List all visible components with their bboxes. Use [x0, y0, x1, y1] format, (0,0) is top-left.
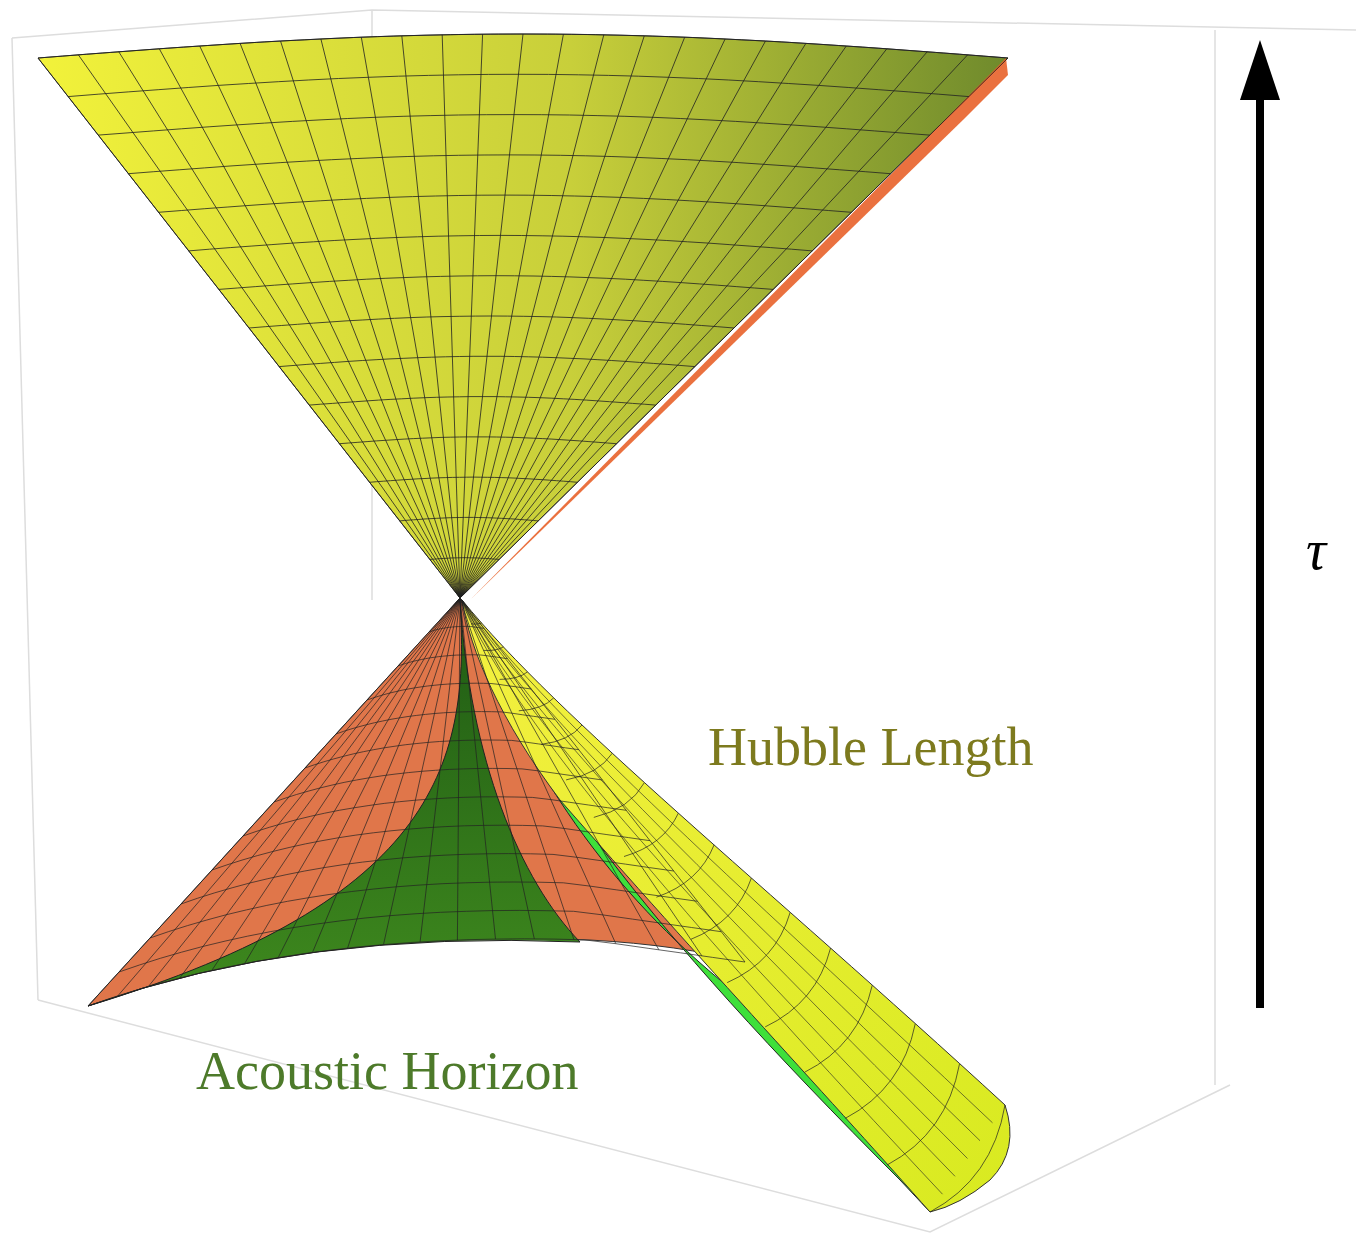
grid-line [274, 768, 603, 802]
grid-line [150, 882, 698, 938]
acoustic-horizon-label: Acoustic Horizon [196, 1042, 578, 1101]
grid-line [181, 854, 674, 904]
grid-line [370, 477, 578, 482]
grid-line [212, 825, 650, 870]
upper-orange-strip [470, 58, 1008, 600]
surface-grid [38, 34, 1008, 1212]
grid-line [128, 155, 890, 174]
grid-line [98, 115, 929, 136]
bounding-box [12, 10, 1356, 1232]
tau-arrow [1240, 40, 1280, 1008]
grid-line [305, 740, 579, 768]
grid-line [38, 34, 1008, 58]
grid-line [336, 712, 555, 734]
grid-line [88, 939, 745, 1006]
grid-line [219, 276, 773, 290]
grid-line [430, 558, 499, 560]
hubble-tube [462, 600, 1010, 1212]
grid-line [279, 356, 695, 366]
grid-line [462, 600, 943, 1194]
tau-axis-label: τ [1306, 520, 1326, 582]
hubble-length-label: Hubble Length [708, 718, 1033, 777]
grid-line [339, 437, 616, 444]
upper-cone [38, 34, 1008, 598]
grid-line [309, 397, 655, 406]
grid-line [159, 195, 852, 212]
grid-line [189, 235, 813, 251]
grid-line [400, 517, 539, 521]
grid-line [68, 74, 969, 96]
grid-line [243, 797, 626, 836]
grid-line [249, 316, 734, 328]
grid-line [119, 910, 721, 972]
grid-line [367, 683, 531, 700]
